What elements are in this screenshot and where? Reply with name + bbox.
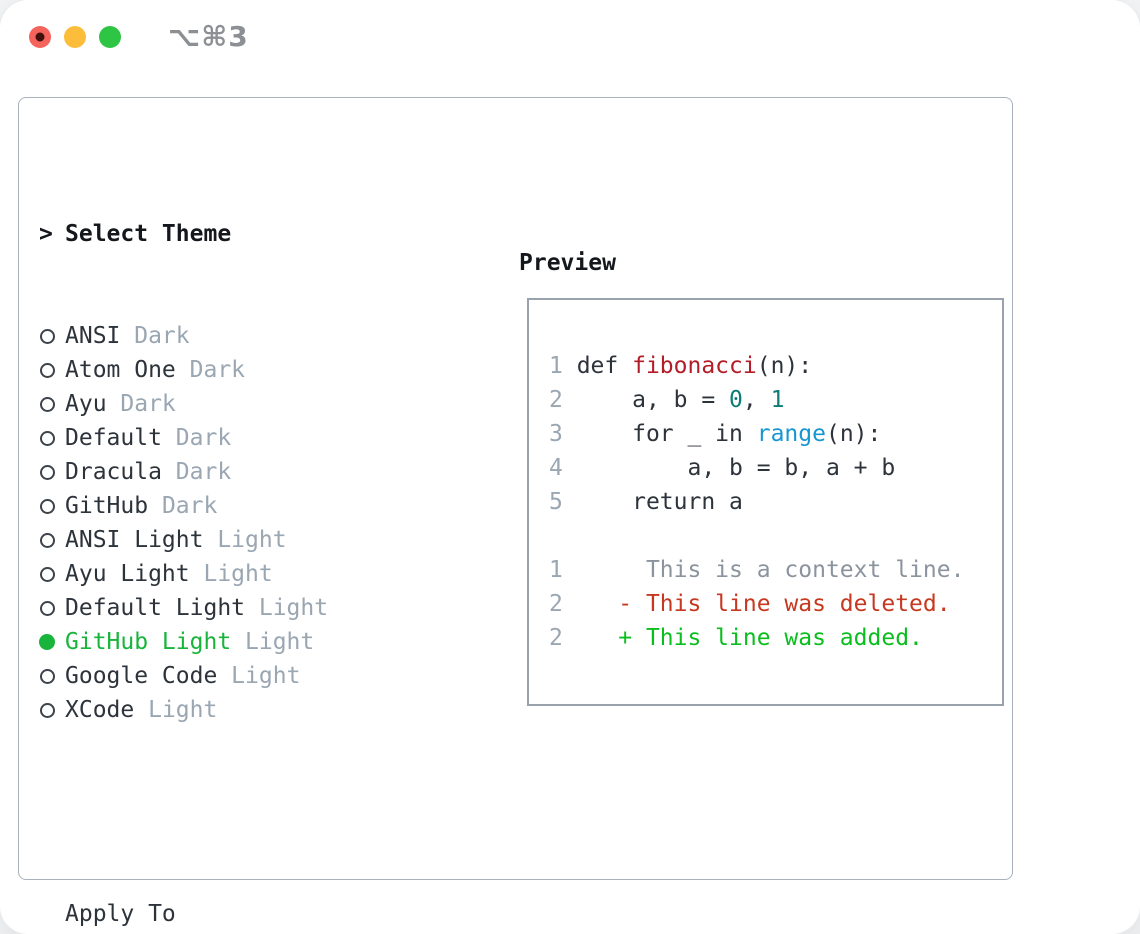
option-variant-label: Dark: [175, 357, 246, 383]
code-token: fibonacci: [632, 353, 757, 379]
radio-icon: [40, 532, 55, 548]
option-label: Default Light: [65, 595, 246, 621]
theme-option[interactable]: Default Dark: [39, 421, 427, 455]
option-variant-label: Light: [189, 561, 273, 587]
radio-icon: [40, 464, 55, 480]
radio-icon: [40, 668, 55, 684]
radio-icon: [40, 498, 55, 514]
option-variant-label: Dark: [106, 391, 176, 417]
code-token: This is a context line.: [576, 557, 965, 583]
prompt-caret: >: [39, 221, 53, 247]
option-label: Ayu: [65, 391, 107, 417]
close-button[interactable]: [29, 26, 51, 48]
option-label: ANSI Light: [65, 527, 204, 553]
theme-option[interactable]: XCode Light: [39, 693, 427, 727]
option-label: Dracula: [65, 459, 162, 485]
option-variant-label: Light: [217, 663, 301, 689]
option-variant-label: Light: [231, 629, 315, 655]
code-token: a, b = b, a + b: [576, 455, 896, 481]
option-variant-label: Dark: [148, 493, 218, 519]
code-token: (n):: [825, 421, 882, 447]
apply-to-header: Apply To: [39, 897, 427, 931]
theme-option[interactable]: Ayu Light Light: [39, 557, 427, 591]
code-line: 2 + This line was added.: [549, 621, 964, 655]
theme-option[interactable]: Google Code Light: [39, 659, 427, 693]
theme-option[interactable]: GitHub Dark: [39, 489, 427, 523]
code-token: a, b =: [576, 387, 730, 413]
theme-option[interactable]: Ayu Dark: [39, 387, 427, 421]
code-token: def: [576, 353, 633, 379]
line-number: 4: [549, 455, 577, 481]
option-label: Default: [65, 425, 162, 451]
code-line: 5 return a: [549, 485, 964, 519]
code-token: 1: [770, 387, 785, 413]
select-theme-title: Select Theme: [65, 221, 232, 247]
option-label: Ayu Light: [65, 561, 190, 587]
code-token: return a: [576, 489, 743, 515]
code-line: 2 a, b = 0, 1: [549, 383, 964, 417]
option-variant-label: Dark: [161, 425, 232, 451]
option-variant-label: Dark: [161, 459, 232, 485]
option-label: ANSI: [65, 323, 121, 349]
theme-option[interactable]: GitHub Light Light: [39, 625, 427, 659]
radio-icon: [40, 396, 55, 412]
line-number: 2: [549, 591, 577, 617]
line-number: 1: [549, 557, 577, 583]
theme-option[interactable]: Atom One Dark: [39, 353, 427, 387]
minimize-button[interactable]: [64, 26, 86, 48]
code-line: 1 This is a context line.: [549, 553, 964, 587]
traffic-lights: [29, 26, 121, 48]
code-token: + This line was added.: [576, 625, 923, 651]
code-token: (n):: [756, 353, 813, 379]
code-token: - This line was deleted.: [576, 591, 951, 617]
radio-selected-icon: [39, 634, 55, 650]
line-number: 5: [549, 489, 577, 515]
code-token: range: [756, 421, 826, 447]
option-variant-label: Dark: [120, 323, 190, 349]
keyboard-shortcut-label: ⌥⌘3: [168, 20, 249, 53]
option-variant-label: Light: [245, 595, 329, 621]
radio-icon: [40, 328, 55, 344]
code-line: 3 for _ in range(n):: [549, 417, 964, 451]
option-variant-label: Light: [203, 527, 287, 553]
apply-to-title: Apply To: [65, 901, 176, 927]
option-label: GitHub Light: [65, 629, 232, 655]
option-label: GitHub: [65, 493, 149, 519]
option-label: XCode: [65, 697, 135, 723]
titlebar: ⌥⌘3: [0, 0, 1140, 75]
select-theme-header: > Select Theme: [39, 217, 427, 251]
code-token: ,: [742, 387, 771, 413]
preview-title: Preview: [519, 250, 616, 276]
theme-option[interactable]: ANSI Light Light: [39, 523, 427, 557]
option-label: Atom One: [65, 357, 176, 383]
option-variant-label: Light: [134, 697, 218, 723]
zoom-button[interactable]: [99, 26, 121, 48]
line-number: 2: [549, 625, 577, 651]
theme-option[interactable]: Dracula Dark: [39, 455, 427, 489]
code-token: for _ in: [576, 421, 757, 447]
theme-option[interactable]: ANSI Dark: [39, 319, 427, 353]
close-dot-icon: [35, 32, 45, 42]
code-line: 4 a, b = b, a + b: [549, 451, 964, 485]
code-token: 0: [729, 387, 743, 413]
code-line: [549, 519, 964, 553]
radio-icon: [40, 702, 55, 718]
radio-icon: [40, 362, 55, 378]
code-line: 2 - This line was deleted.: [549, 587, 964, 621]
radio-icon: [40, 566, 55, 582]
theme-option[interactable]: Default Light Light: [39, 591, 427, 625]
option-label: Google Code: [65, 663, 218, 689]
line-number: 1: [549, 353, 577, 379]
radio-icon: [40, 430, 55, 446]
code-line: 1 def fibonacci(n):: [549, 349, 964, 383]
line-number: 2: [549, 387, 577, 413]
line-number: 3: [549, 421, 577, 447]
radio-icon: [40, 600, 55, 616]
